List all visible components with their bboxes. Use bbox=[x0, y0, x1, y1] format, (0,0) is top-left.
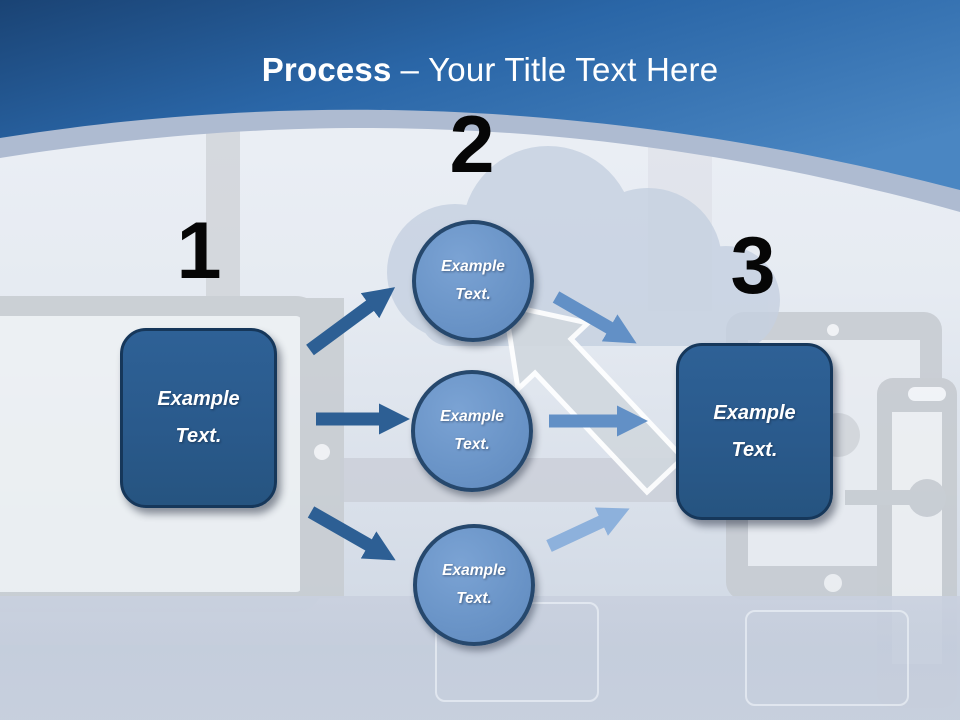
label-line1: Example bbox=[442, 562, 506, 580]
label-line1: Example bbox=[157, 388, 240, 410]
label-line2: Text. bbox=[455, 286, 491, 303]
step2-circle-bottom[interactable]: Example Text. bbox=[413, 524, 535, 646]
step3-box-label: Example Text. bbox=[713, 395, 795, 469]
header-band bbox=[0, 0, 960, 190]
step2-circle-middle-label: Example Text. bbox=[440, 403, 504, 459]
step2-circle-middle[interactable]: Example Text. bbox=[411, 370, 533, 492]
step1-box[interactable]: Example Text. bbox=[120, 328, 277, 508]
arrow-circle1-to-box3 bbox=[552, 291, 637, 344]
step2-circle-top-label: Example Text. bbox=[441, 253, 505, 309]
label-line2: Text. bbox=[731, 438, 778, 461]
arrow-box1-to-circle1 bbox=[306, 287, 396, 356]
arrow-box1-to-circle3 bbox=[307, 506, 396, 561]
title-emphasis: Process bbox=[261, 51, 392, 88]
step2-circle-top[interactable]: Example Text. bbox=[412, 220, 534, 342]
label-line2: Text. bbox=[175, 425, 222, 447]
label-line1: Example bbox=[441, 258, 505, 276]
slide-title: Process–Your Title Text Here bbox=[0, 51, 960, 88]
step-number-1: 1 bbox=[176, 206, 222, 296]
title-separator: – bbox=[400, 51, 420, 88]
arrow-circle3-to-box3 bbox=[546, 507, 630, 552]
label-line2: Text. bbox=[456, 590, 492, 607]
upload-arrow-icon bbox=[501, 301, 687, 496]
step3-box[interactable]: Example Text. bbox=[676, 343, 833, 520]
step-number-3: 3 bbox=[730, 221, 776, 311]
step1-box-label: Example Text. bbox=[157, 381, 239, 455]
step2-circle-bottom-label: Example Text. bbox=[442, 557, 506, 613]
label-line2: Text. bbox=[454, 436, 490, 453]
label-line1: Example bbox=[440, 408, 504, 426]
label-line1: Example bbox=[713, 401, 796, 424]
title-text: Your Title Text Here bbox=[428, 51, 719, 88]
step-number-2: 2 bbox=[449, 100, 495, 190]
